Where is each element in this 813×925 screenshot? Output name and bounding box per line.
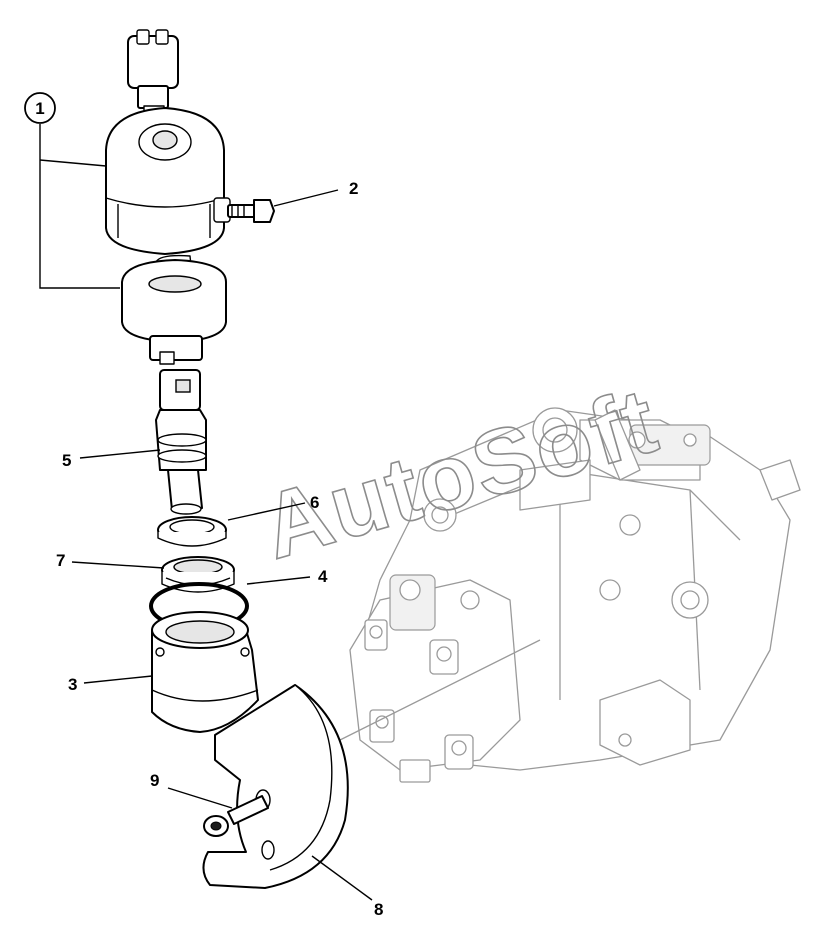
injection-pump-body: [329, 407, 801, 783]
callout-9-label: 9: [150, 771, 159, 790]
callout-5-label: 5: [62, 451, 71, 470]
part-6-washer: [157, 516, 227, 547]
part-3-adaptor-sleeve: [151, 611, 259, 733]
callout-4-label: 4: [318, 567, 328, 586]
callout-1: 1: [24, 92, 56, 124]
callout-8-label: 8: [374, 900, 383, 919]
part-2-bolt: [227, 199, 275, 223]
callout-2-label: 2: [349, 179, 358, 198]
callout-6-label: 6: [310, 493, 319, 512]
part-9-cap-screw: [203, 795, 269, 837]
solenoid-lower-housing: [121, 254, 227, 365]
part-8-clamp: [202, 684, 349, 889]
part-5-plunger: [155, 369, 207, 515]
callout-1-label: 1: [35, 99, 44, 118]
solenoid-upper-housing: [105, 107, 231, 255]
leader-lines: [39, 124, 373, 901]
part-1-solenoid-assembly: [105, 29, 231, 365]
callout-3-label: 3: [68, 675, 77, 694]
callout-7-label: 7: [56, 551, 65, 570]
